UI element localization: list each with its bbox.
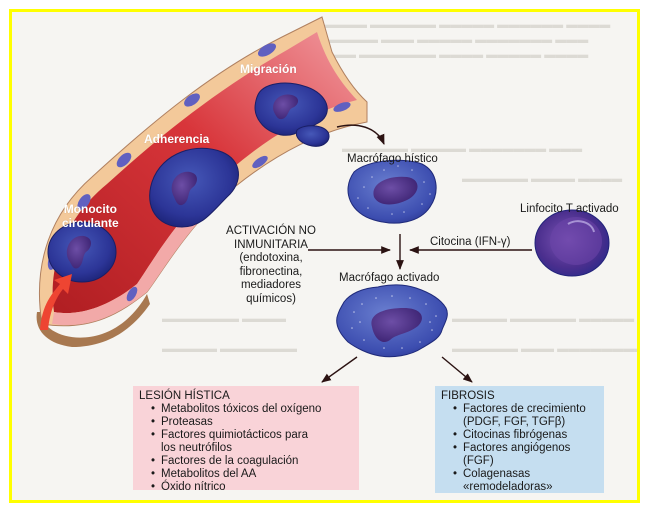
list-item: Factores angiógenos (FGF)	[453, 442, 588, 468]
label-activated-t-lymphocyte: Linfocito T activado	[520, 203, 619, 215]
background-page-text: ▬▬▬▬▬ ▬▬▬▬▬▬ ▬▬▬▬▬	[452, 313, 635, 325]
list-item: Proteasas	[151, 416, 353, 429]
diagram-artwork	[36, 16, 610, 383]
label-migration: Migración	[240, 62, 297, 76]
fibrosis-box: FIBROSIS Factores de crecimiento (PDGF, …	[435, 386, 604, 493]
activation-detail: mediadores	[240, 279, 302, 291]
migration-arrow	[336, 124, 385, 145]
activation-title: INMUNITARIA	[234, 238, 308, 251]
adhering-monocyte	[149, 147, 239, 228]
circulating-monocyte	[47, 221, 117, 283]
activated-macrophage	[336, 284, 448, 358]
activated-t-lymphocyte	[534, 209, 610, 277]
list-item: Factores de crecimiento (PDGF, FGF, TGFβ…	[453, 403, 598, 429]
activation-detail: químicos)	[246, 292, 296, 305]
blood-flow-arrow	[40, 274, 72, 330]
background-page-text: ▬▬▬▬ ▬▬▬▬▬▬▬ ▬▬▬▬ ▬▬▬▬▬ ▬▬▬▬	[312, 49, 589, 61]
figure-frame: ▬▬▬▬▬ ▬▬▬▬▬▬ ▬▬▬▬▬ ▬▬▬▬▬▬ ▬▬▬▬ ▬▬▬▬▬▬ ▬▬…	[9, 9, 640, 503]
background-page-text: ▬▬▬▬▬▬ ▬▬▬▬▬ ▬▬▬▬▬▬▬ ▬▬▬	[342, 143, 583, 155]
tissue-macrophage	[347, 159, 437, 224]
tissue-injury-list: Metabolitos tóxicos del oxígeno Proteasa…	[139, 403, 353, 494]
tissue-injury-title: LESIÓN HÍSTICA	[139, 390, 230, 402]
activation-title: ACTIVACIÓN NO	[226, 225, 316, 237]
label-tissue-macrophage: Macrófago hístico	[347, 153, 438, 165]
label-circulating-monocyte: Monocito circulante	[62, 202, 119, 230]
list-item: Factores quimiotácticos para los neutróf…	[151, 429, 311, 455]
list-item: Factores de la coagulación	[151, 455, 353, 468]
list-item: Óxido nítrico	[151, 481, 353, 494]
background-page-text: ▬▬▬▬▬▬ ▬▬▬ ▬▬▬▬▬ ▬▬▬▬▬▬▬ ▬▬▬	[312, 34, 589, 46]
label-adhesion: Adherencia	[144, 132, 210, 146]
tissue-injury-arrow	[321, 356, 358, 383]
activation-detail: fibronectina,	[239, 265, 303, 278]
list-item: Citocinas fibrógenas	[453, 429, 598, 442]
activation-detail: (endotoxina,	[239, 252, 303, 264]
fibrosis-title: FIBROSIS	[441, 390, 495, 402]
migrating-monocyte	[254, 82, 330, 147]
background-page-text: ▬▬▬▬▬ ▬▬▬▬▬▬▬	[162, 343, 298, 355]
non-immune-activation-label: ACTIVACIÓN NO INMUNITARIA (endotoxina, f…	[217, 225, 325, 306]
fibrosis-list: Factores de crecimiento (PDGF, FGF, TGFβ…	[441, 403, 598, 494]
background-page-text: ▬▬▬▬▬▬ ▬▬▬▬ ▬▬▬▬	[462, 173, 623, 185]
label-line: Monocito	[63, 202, 118, 216]
background-page-text: ▬▬▬▬▬▬ ▬▬▬ ▬▬▬▬▬▬▬▬	[452, 343, 640, 355]
list-item: Metabolitos tóxicos del oxígeno	[151, 403, 353, 416]
label-activated-macrophage: Macrófago activado	[339, 272, 440, 284]
list-item: Colagenasas «remodeladoras»	[453, 468, 563, 494]
background-page-text: ▬▬▬▬▬▬▬ ▬▬▬▬	[162, 313, 287, 325]
tissue-injury-box: LESIÓN HÍSTICA Metabolitos tóxicos del o…	[133, 386, 359, 494]
label-cytokine: Citocina (IFN-γ)	[430, 236, 511, 248]
list-item: Metabolitos del AA	[151, 468, 353, 481]
label-line: circulante	[62, 216, 119, 230]
background-page-text: ▬▬▬▬▬ ▬▬▬▬▬▬ ▬▬▬▬▬ ▬▬▬▬▬▬ ▬▬▬▬	[312, 19, 611, 31]
fibrosis-arrow	[441, 356, 473, 383]
